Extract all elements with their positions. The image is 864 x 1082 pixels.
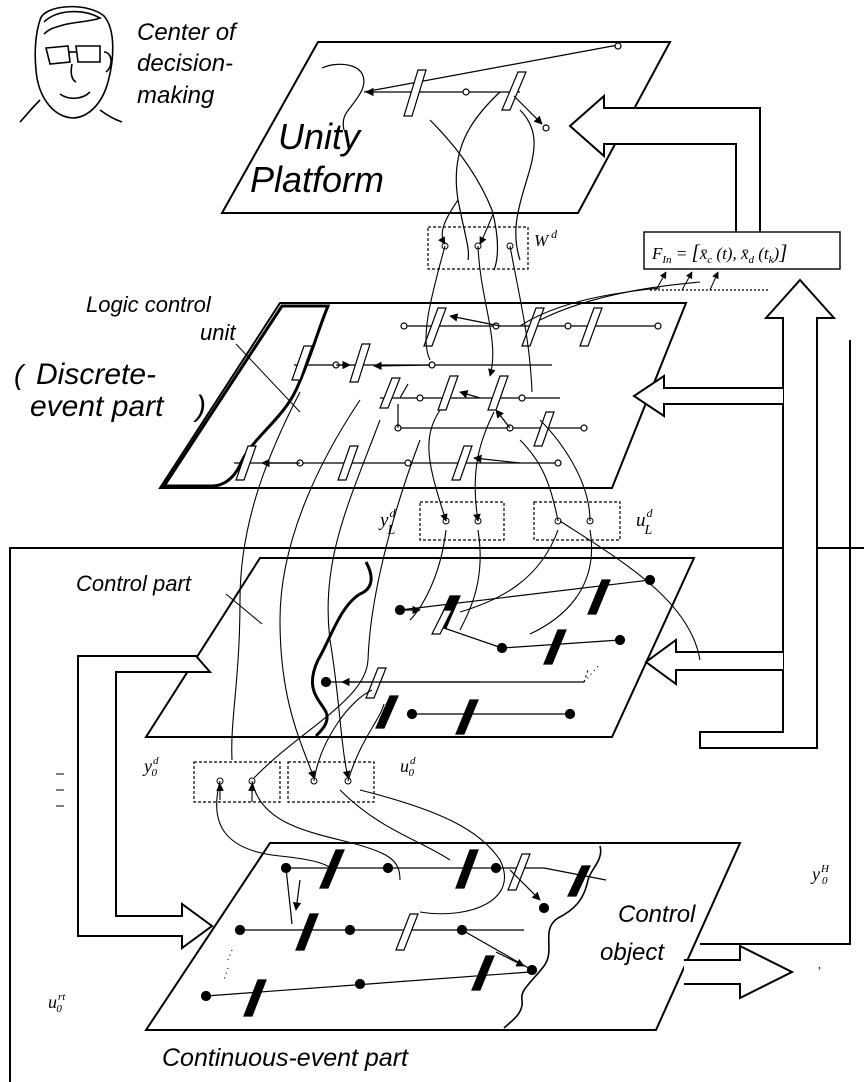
- control-part-net: [320, 574, 656, 735]
- unity-platform-plane: [220, 41, 672, 214]
- logic-part-line1: Discrete-: [36, 358, 156, 391]
- continuous-frame: [9, 547, 864, 1082]
- arrow-into-control-part: [644, 638, 783, 686]
- left-feedback-arrow: [77, 655, 214, 950]
- y0-box: [193, 761, 281, 803]
- unity-platform-net: [321, 42, 622, 271]
- logic-label-line2: unit: [200, 320, 236, 345]
- decision-label-line2: decision-: [137, 50, 233, 77]
- control-part-leader: [225, 593, 263, 625]
- ul-box: [533, 501, 621, 541]
- continuous-net: [200, 849, 607, 1017]
- control-object-line2: object: [600, 939, 665, 966]
- unity-title-line1: Unity: [278, 116, 362, 157]
- unity-title-line2: Platform: [250, 159, 384, 200]
- logic-part-line2: event part: [30, 390, 165, 423]
- stray-mark: ,: [818, 957, 821, 971]
- control-object-boundary: [503, 845, 602, 1029]
- control-part-plane: [144, 557, 696, 738]
- decision-label-line3: making: [137, 82, 215, 109]
- control-part-label: Control part: [76, 571, 192, 596]
- decision-maker-portrait: [19, 5, 123, 123]
- logic-label-line1: Logic control: [86, 292, 212, 317]
- inter-layer-connections: [216, 199, 701, 915]
- wd-box: [427, 226, 529, 270]
- feedback-arrow-to-unity: [568, 93, 761, 259]
- logic-label-leader: [235, 343, 301, 413]
- yl-box: [419, 501, 505, 541]
- yh-output-line: [700, 360, 851, 945]
- control-object-line1: Control: [618, 901, 696, 928]
- continuous-label: Continuous-event part: [162, 1044, 409, 1072]
- u0-box: [287, 761, 375, 803]
- decision-label-line1: Center of: [137, 19, 238, 46]
- formula-box: [643, 231, 841, 270]
- logic-shaded-region: [161, 304, 331, 488]
- logic-paren-open: (: [14, 359, 26, 390]
- small-dash-marks: [56, 773, 64, 807]
- arrow-into-logic: [632, 374, 783, 418]
- feedback-arrow-to-formula: [699, 278, 837, 749]
- continuous-plane: [144, 842, 742, 1031]
- logic-control-plane: [158, 302, 688, 489]
- output-arrow: [684, 944, 795, 1000]
- control-part-boundary: [311, 561, 373, 738]
- formula-text: FIn = [x̄c (t), x̄d (tk)]: [651, 240, 787, 266]
- logic-control-net: [234, 307, 662, 481]
- logic-paren-close: ): [193, 390, 206, 423]
